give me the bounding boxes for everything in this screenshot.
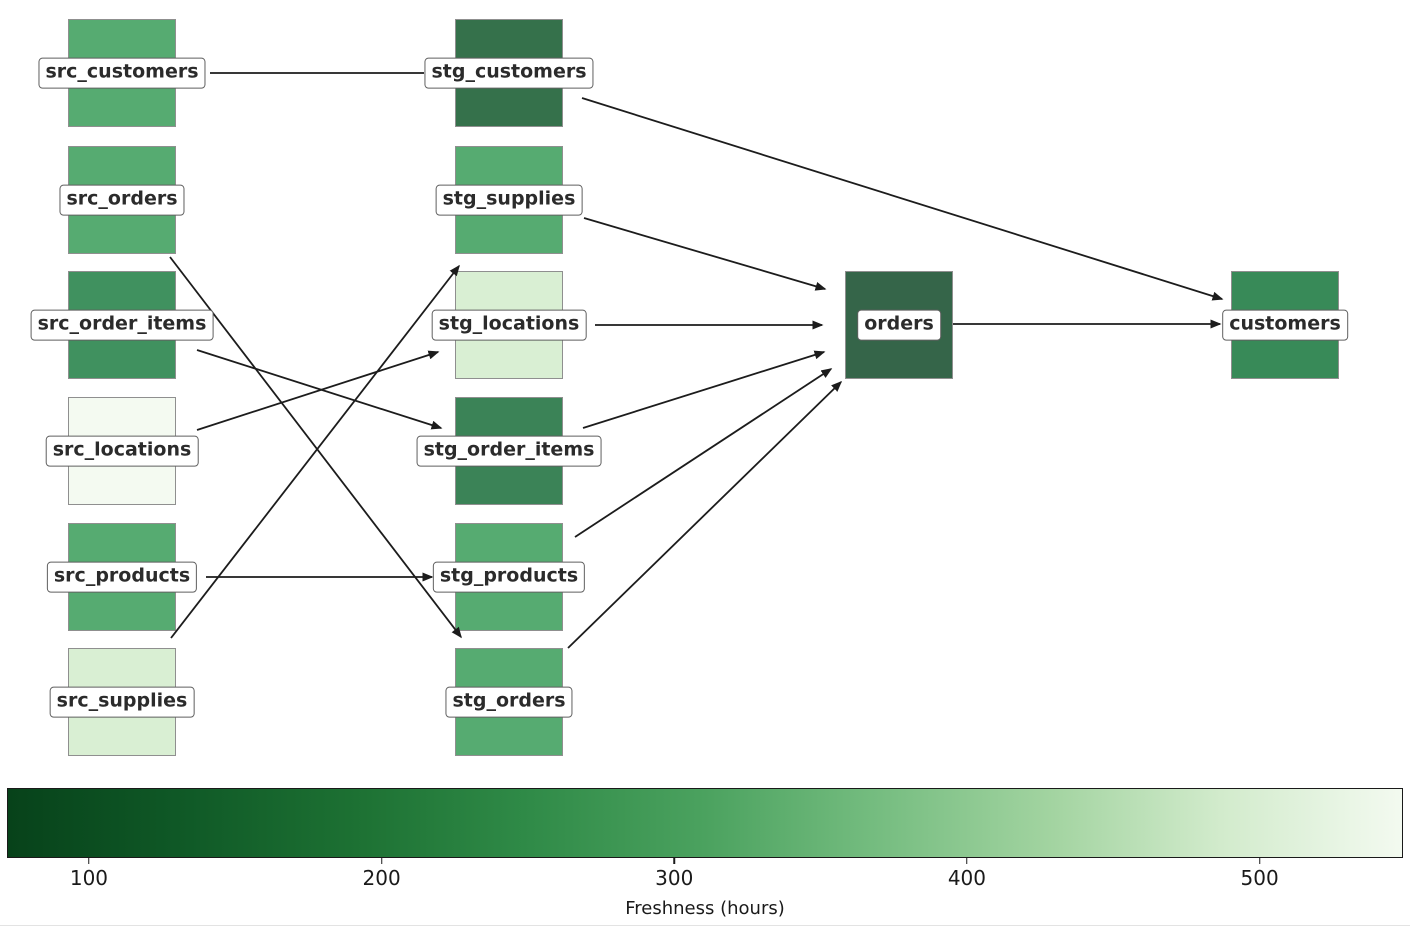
edge-stg_orders-to-orders: [567, 380, 843, 649]
node-label-orders: orders: [857, 309, 941, 341]
edge-src_locations-to-stg_locations: [196, 350, 440, 431]
edge-stg_products-to-orders: [574, 368, 833, 538]
node-label-src_products: src_products: [46, 561, 198, 593]
edge-src_supplies-to-stg_supplies: [170, 264, 460, 639]
colorbar-tick: [88, 858, 90, 864]
node-label-src_supplies: src_supplies: [49, 686, 195, 718]
colorbar-gradient: [7, 788, 1403, 858]
node-label-customers: customers: [1222, 309, 1348, 341]
node-label-stg_locations: stg_locations: [431, 309, 587, 341]
colorbar-tick-label: 200: [362, 866, 401, 890]
node-label-src_locations: src_locations: [45, 435, 199, 467]
edge-stg_order_items-to-orders: [582, 350, 826, 429]
node-label-src_customers: src_customers: [38, 57, 206, 89]
edge-stg_supplies-to-orders: [583, 217, 827, 291]
edge-layer: [169, 72, 1224, 649]
colorbar-axis-label: Freshness (hours): [625, 898, 785, 919]
node-label-stg_customers: stg_customers: [424, 57, 594, 89]
colorbar-tick: [1258, 858, 1261, 864]
node-label-stg_products: stg_products: [432, 561, 586, 593]
node-label-stg_order_items: stg_order_items: [416, 435, 602, 467]
node-label-stg_orders: stg_orders: [445, 686, 573, 718]
node-label-src_order_items: src_order_items: [30, 309, 214, 341]
colorbar-tick-label: 400: [947, 866, 987, 890]
node-label-src_orders: src_orders: [59, 184, 185, 216]
edge-src_order_items-to-stg_order_items: [196, 349, 443, 430]
edge-src_orders-to-stg_orders: [169, 256, 462, 639]
node-label-stg_supplies: stg_supplies: [435, 184, 583, 216]
edge-stg_customers-to-customers: [581, 97, 1224, 301]
colorbar-tick: [966, 858, 968, 864]
colorbar-tick-label: 500: [1240, 866, 1279, 890]
colorbar-tick: [380, 858, 383, 864]
colorbar-tick-label: 300: [655, 866, 694, 890]
colorbar-tick: [673, 858, 676, 864]
colorbar-tick-label: 100: [69, 866, 109, 890]
